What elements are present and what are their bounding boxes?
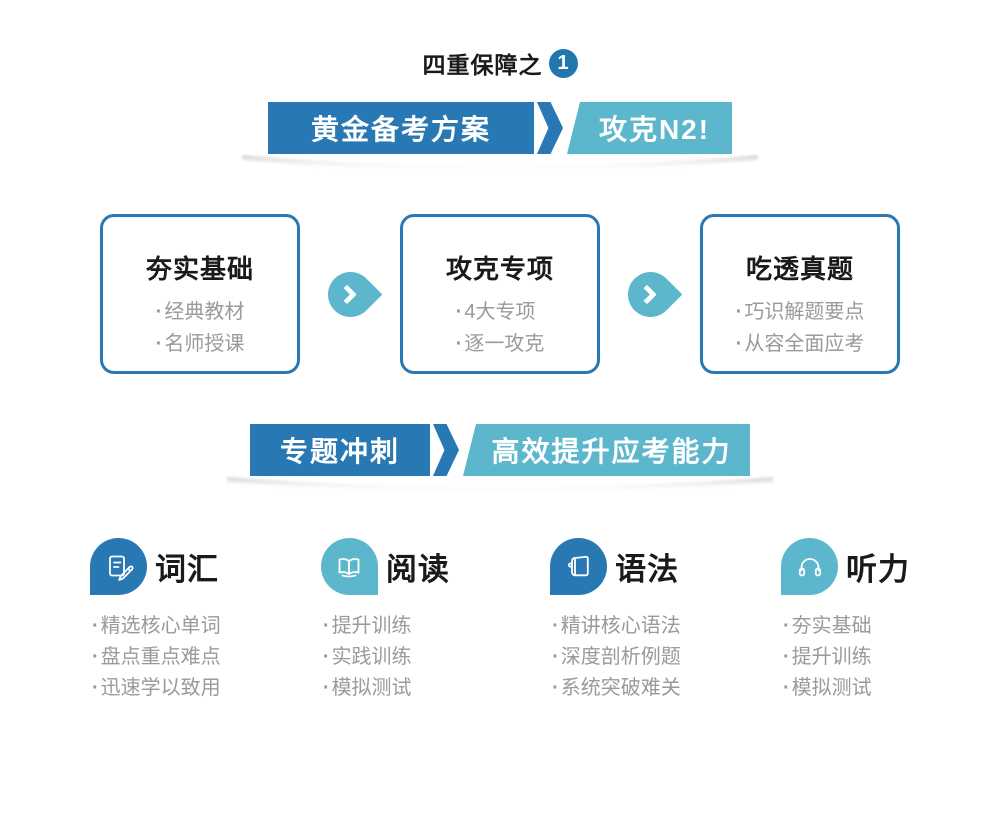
feature-bullet-item: 盘点重点难点	[92, 642, 221, 673]
next-step-arrow-icon	[618, 262, 682, 326]
feature-bullet-item: 深度剖析例题	[552, 642, 681, 673]
arrow-gap	[600, 262, 700, 326]
banner2: 专题冲刺 高效提升应考能力	[250, 424, 750, 476]
feature-vocabulary: 词汇 精选核心单词 盘点重点难点 迅速学以致用	[90, 538, 221, 704]
chevron-right-icon	[336, 284, 357, 304]
arrow-gap	[300, 262, 400, 326]
card-bullet-item: 逐一攻克	[456, 328, 544, 360]
card-title: 攻克专项	[445, 254, 554, 284]
feature-title: 听力	[846, 552, 910, 587]
feature-bullet-list: 精讲核心语法 深度剖析例题 系统突破难关	[552, 611, 681, 704]
feature-head: 听力	[781, 538, 910, 595]
card-bullet-item: 4大专项	[456, 296, 545, 328]
feature-bullet-item: 模拟测试	[323, 673, 450, 704]
feature-listening: 听力 夯实基础 提升训练 模拟测试	[781, 538, 910, 704]
card-bullet-item: 经典教材	[156, 296, 244, 328]
feature-bullet-item: 精选核心单词	[92, 611, 221, 642]
pencil-document-icon	[90, 538, 147, 595]
page-title: 四重保障之	[422, 52, 543, 78]
notebook-icon	[550, 538, 608, 595]
banner1: 黄金备考方案 攻克N2!	[268, 102, 732, 154]
card-bullet-list: 巧识解题要点 从容全面应考	[736, 296, 864, 360]
banner-arrow-notch-icon	[433, 424, 459, 476]
banner2-section: 专题冲刺 高效提升应考能力	[0, 424, 1000, 502]
banner2-swoosh-shadow	[227, 477, 773, 493]
next-step-arrow-icon	[318, 262, 382, 326]
banner-arrow-notch-icon	[537, 102, 563, 154]
steps-row: 夯实基础 经典教材 名师授课 攻克专项 4大专项 逐一攻克 吃透真题 巧识解题要…	[0, 214, 1000, 374]
feature-title: 语法	[615, 552, 680, 587]
feature-head: 阅读	[320, 538, 450, 595]
feature-bullet-list: 提升训练 实践训练 模拟测试	[323, 611, 450, 704]
features-row: 词汇 精选核心单词 盘点重点难点 迅速学以致用 阅读 提升训练 实践训练 模拟测…	[90, 538, 910, 704]
card-bullet-item: 巧识解题要点	[736, 296, 864, 328]
feature-bullet-list: 夯实基础 提升训练 模拟测试	[783, 611, 910, 704]
step-card-foundation: 夯实基础 经典教材 名师授课	[100, 214, 300, 374]
feature-head: 词汇	[90, 538, 221, 595]
step-card-real-exams: 吃透真题 巧识解题要点 从容全面应考	[700, 214, 900, 374]
feature-bullet-item: 提升训练	[783, 642, 910, 673]
open-book-icon	[320, 538, 378, 595]
feature-head: 语法	[550, 538, 681, 595]
chevron-right-icon	[636, 284, 657, 304]
banner1-swoosh-shadow	[242, 155, 758, 172]
feature-bullet-item: 系统突破难关	[552, 673, 681, 704]
banner2-left-label: 专题冲刺	[250, 424, 430, 476]
card-title: 夯实基础	[145, 254, 254, 284]
banner1-section: 黄金备考方案 攻克N2!	[0, 80, 1000, 182]
feature-bullet-item: 实践训练	[323, 642, 450, 673]
headphones-icon	[781, 538, 838, 595]
banner1-right-label: 攻克N2!	[567, 102, 732, 154]
banner1-left-label: 黄金备考方案	[268, 102, 534, 154]
feature-bullet-item: 提升训练	[323, 611, 450, 642]
number-one-badge-icon: 1	[548, 48, 578, 78]
card-bullet-list: 经典教材 名师授课	[156, 296, 244, 360]
card-bullet-item: 从容全面应考	[736, 328, 864, 360]
feature-title: 阅读	[385, 552, 450, 587]
card-bullet-list: 4大专项 逐一攻克	[456, 296, 545, 360]
feature-bullet-list: 精选核心单词 盘点重点难点 迅速学以致用	[92, 611, 221, 704]
feature-title: 词汇	[155, 552, 219, 587]
card-bullet-item: 名师授课	[156, 328, 244, 360]
page-header: 四重保障之 1	[0, 46, 1000, 80]
feature-bullet-item: 夯实基础	[783, 611, 910, 642]
banner2-right-label: 高效提升应考能力	[463, 424, 750, 476]
feature-reading: 阅读 提升训练 实践训练 模拟测试	[320, 538, 450, 704]
feature-grammar: 语法 精讲核心语法 深度剖析例题 系统突破难关	[550, 538, 681, 704]
card-title: 吃透真题	[745, 254, 854, 284]
step-card-specials: 攻克专项 4大专项 逐一攻克	[400, 214, 600, 374]
feature-bullet-item: 迅速学以致用	[92, 673, 221, 704]
feature-bullet-item: 模拟测试	[783, 673, 910, 704]
feature-bullet-item: 精讲核心语法	[552, 611, 681, 642]
